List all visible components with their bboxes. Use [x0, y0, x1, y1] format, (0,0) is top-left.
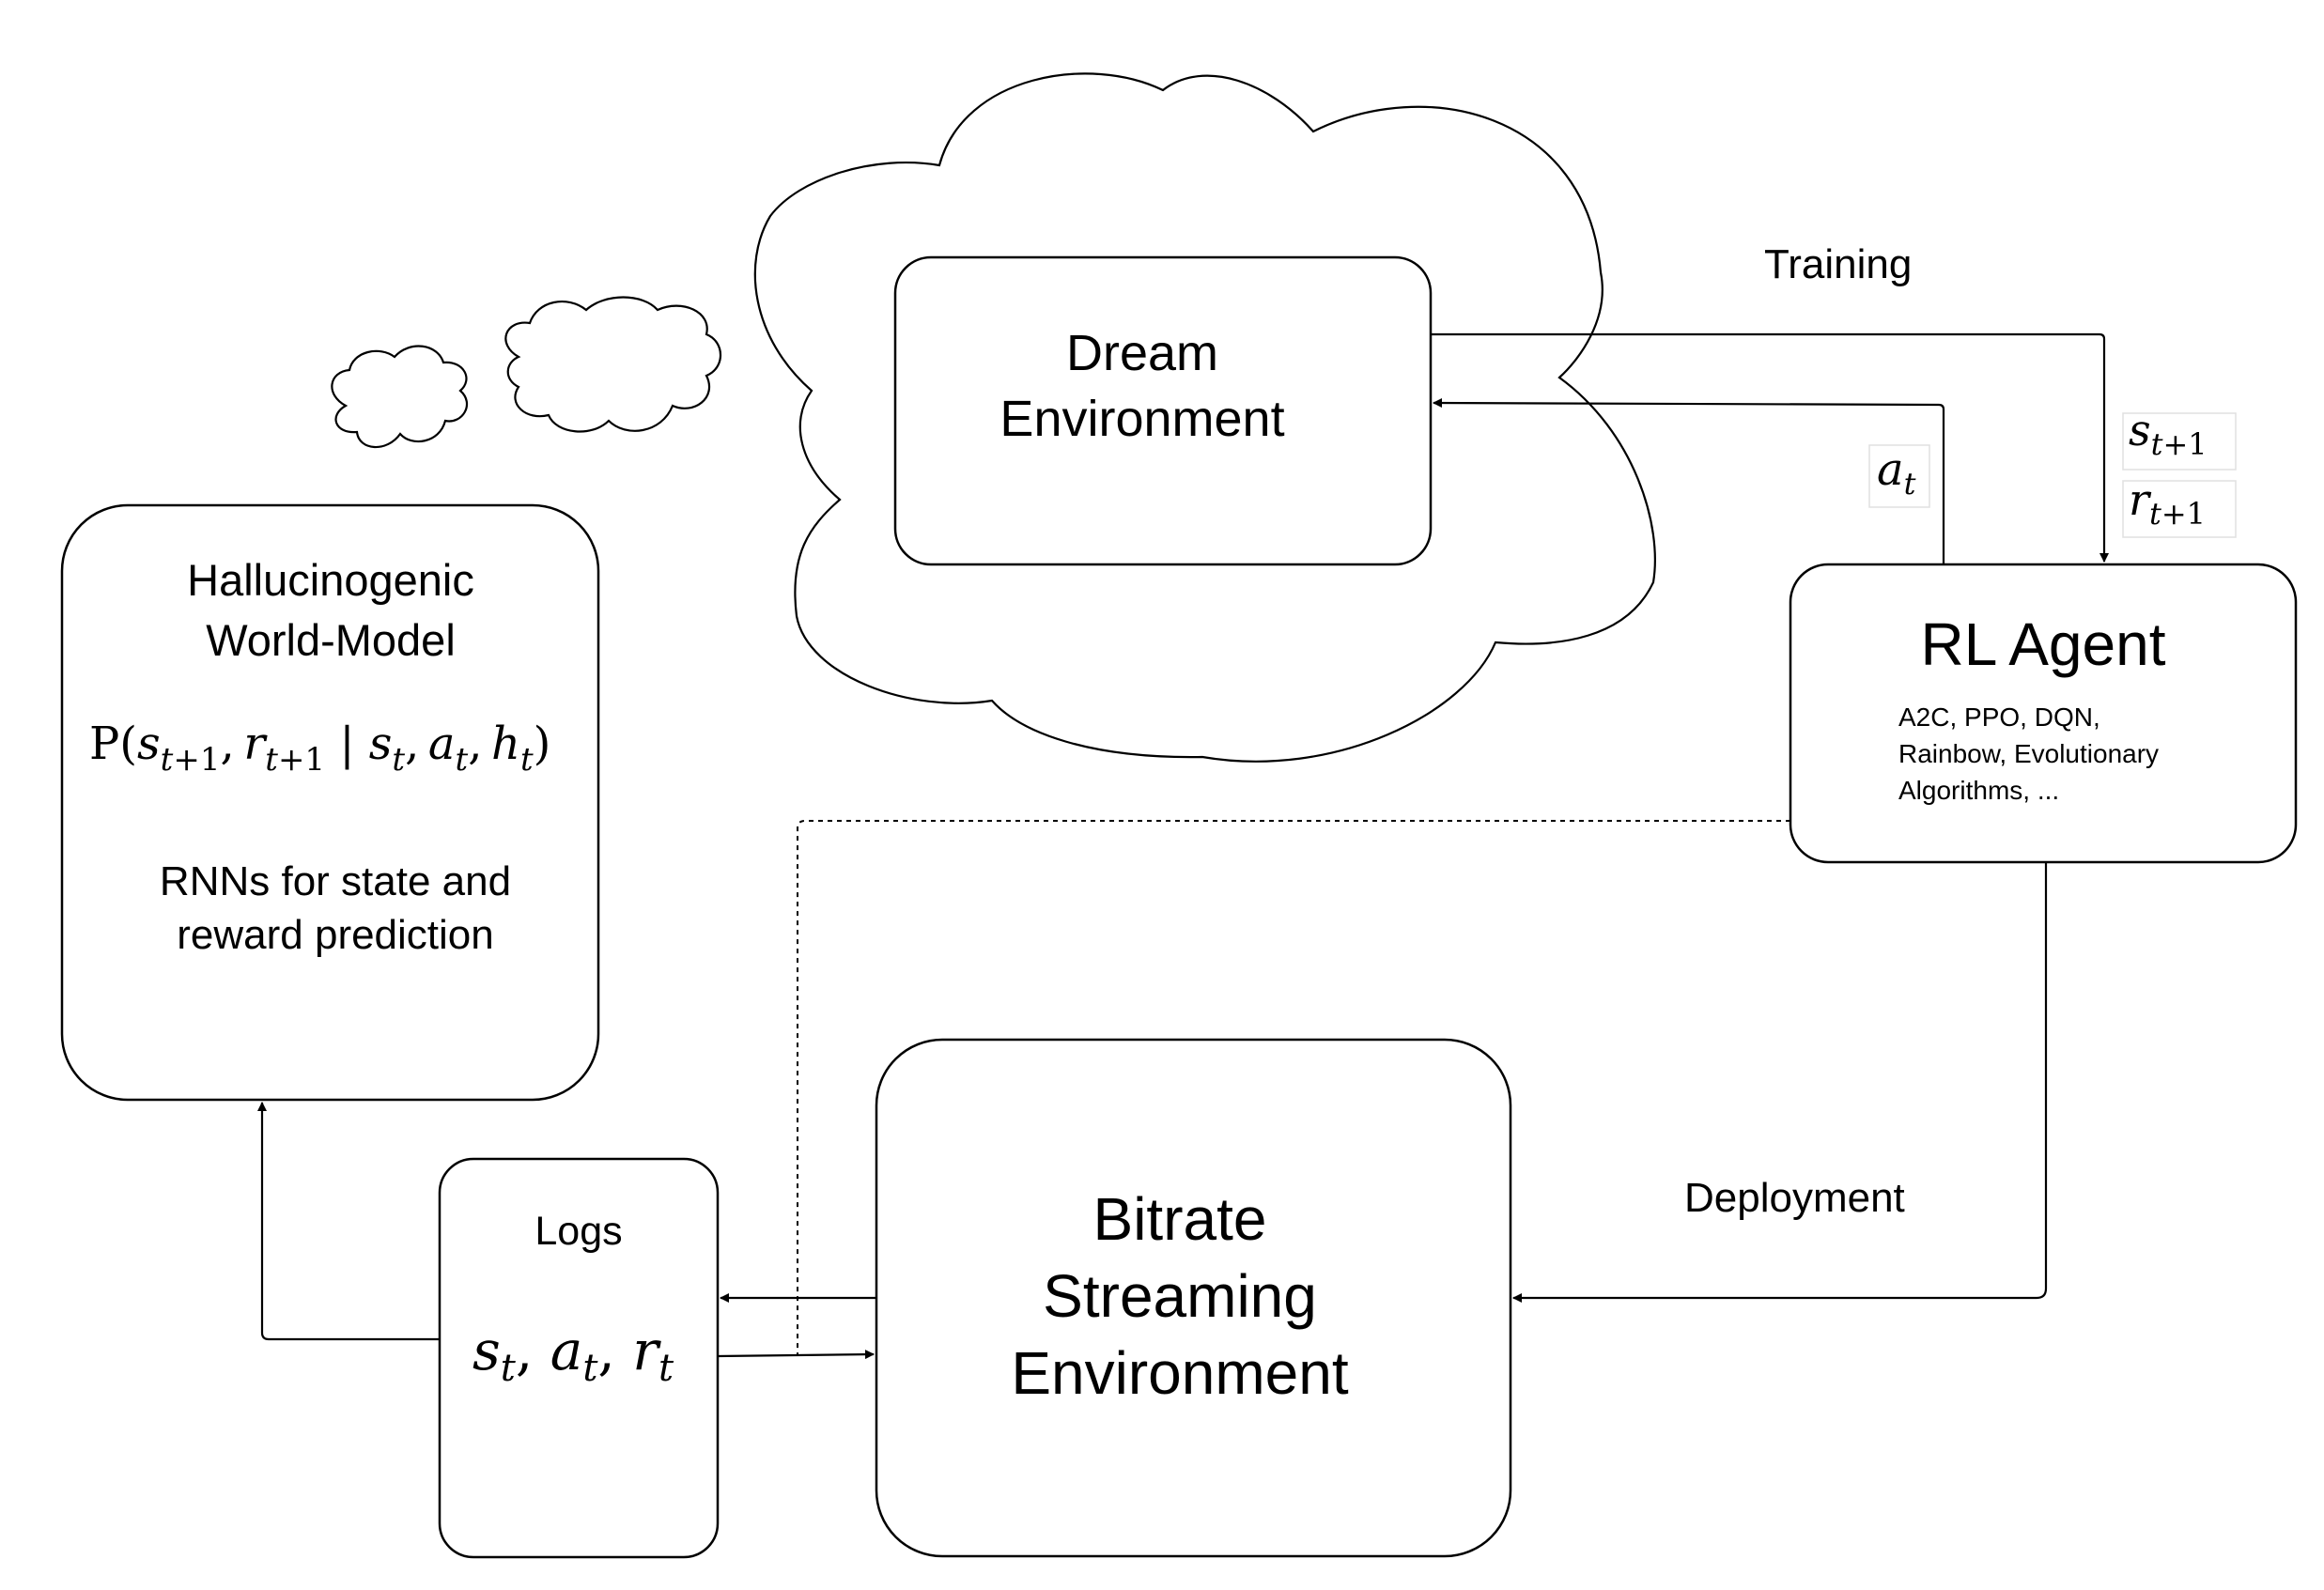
edge-training	[1431, 332, 2109, 563]
dream-environment-node: Dream Environment	[893, 255, 1433, 566]
edge-action	[1433, 398, 1945, 564]
logs-vars: st, at, rt	[473, 1319, 674, 1390]
bitrate-env-label-line2: Streaming	[1043, 1262, 1317, 1330]
svg-text:at: at	[1877, 443, 1916, 502]
bitrate-environment-node: Bitrate Streaming Environment	[875, 1038, 1512, 1558]
edge-label-next-state: st+1	[2122, 405, 2237, 471]
edge-logs-to-world-model	[257, 1102, 440, 1341]
logs-node: Logs st, at, rt	[438, 1157, 720, 1559]
edge-label-deployment: Deployment	[1684, 1175, 1905, 1221]
bitrate-env-label-line3: Environment	[1011, 1339, 1349, 1407]
world-model-desc-line1: RNNs for state and	[160, 858, 511, 904]
rl-agent-algos-line3: Algorithms, ...	[1898, 776, 2059, 805]
edge-deployment	[1512, 862, 2048, 1303]
world-model-desc-line2: reward prediction	[177, 912, 494, 958]
thought-bubble-medium	[504, 296, 721, 433]
svg-text:st+1: st+1	[2129, 405, 2208, 462]
rl-agent-algos-line2: Rainbow, Evolutionary	[1898, 739, 2159, 768]
rl-agent-algos-line1: A2C, PPO, DQN,	[1898, 702, 2100, 732]
edge-label-training: Training	[1764, 241, 1912, 287]
rl-agent-node: RL Agent A2C, PPO, DQN, Rainbow, Evoluti…	[1789, 563, 2298, 864]
thought-bubble-small	[331, 345, 469, 449]
svg-text:rt+1: rt+1	[2129, 474, 2206, 532]
dream-env-label-line1: Dream	[1066, 325, 1218, 381]
edge-logs-to-env	[717, 1350, 875, 1360]
edge-agent-dashed	[797, 820, 1790, 1354]
world-model-title-line1: Hallucinogenic	[187, 555, 474, 605]
logs-title: Logs	[535, 1209, 622, 1254]
rl-agent-title: RL Agent	[1921, 610, 2166, 678]
world-model-title-line2: World-Model	[206, 615, 456, 665]
edge-label-action: at	[1868, 443, 1930, 508]
bitrate-env-label-line1: Bitrate	[1093, 1185, 1267, 1253]
world-model-formula: P(st+1, rt+1 | st, at, ht)	[89, 718, 550, 779]
world-model-node: Hallucinogenic World-Model P(st+1, rt+1 …	[60, 503, 600, 1102]
dream-env-label-line2: Environment	[999, 391, 1284, 447]
edge-label-next-reward: rt+1	[2122, 474, 2237, 538]
